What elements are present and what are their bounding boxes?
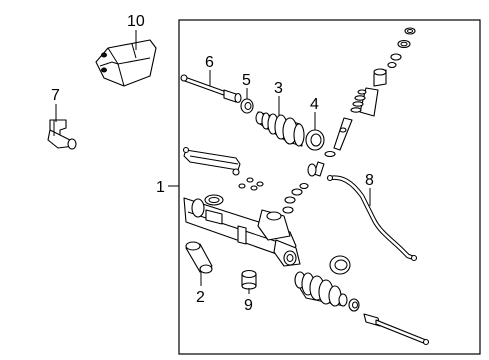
assembly-frame [178, 19, 481, 355]
callout-6: 6 [205, 54, 214, 71]
callout-1: 1 [156, 179, 165, 196]
callout-2: 2 [196, 289, 205, 306]
pressure-line-icon [326, 174, 418, 262]
callout-10: 10 [127, 13, 145, 30]
housing-seal-ring-icon [329, 255, 351, 275]
jam-nut-icon [240, 98, 254, 114]
heat-shield-icon [95, 39, 157, 87]
mount-bushing-icon [185, 241, 213, 274]
inner-tie-rod-icon [180, 74, 242, 104]
callout-3: 3 [274, 80, 283, 97]
callout-5: 5 [242, 72, 251, 89]
grommet-icon [241, 269, 257, 290]
seal-ring-icon [305, 129, 325, 151]
callout-4: 4 [310, 96, 319, 113]
pinion-valve-stack-icon [284, 27, 416, 204]
callout-7: 7 [51, 87, 60, 104]
hose-fitting-icon [47, 119, 77, 150]
boot-bellows-icon [255, 111, 305, 147]
callout-8: 8 [365, 172, 374, 189]
callout-9: 9 [244, 297, 253, 314]
rack-and-pinion-gear-assembly-icon [183, 194, 301, 267]
pipe-clamp-icon [182, 146, 264, 191]
outer-tie-rod-icon [363, 313, 430, 346]
lower-boot-bellows-icon [294, 271, 360, 312]
